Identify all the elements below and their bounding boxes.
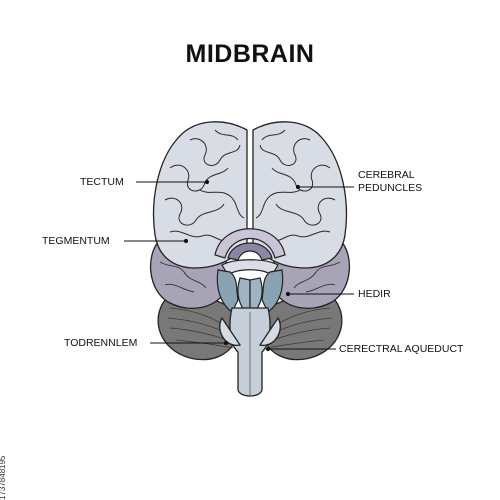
watermark-id: 1737848195: [0, 80, 14, 500]
label-todrennlem: TODRENNLEM: [64, 337, 138, 349]
cerebral-hemispheres: [152, 121, 348, 269]
label-cerectral-aqueduct: CERECTRAL AQUEDUCT: [339, 343, 464, 355]
central-structures: [214, 228, 286, 313]
label-tectum: TECTUM: [80, 176, 124, 188]
label-cerebral-line1: CEREBRAL: [358, 169, 415, 181]
label-peduncles-line2: PEDUNCLES: [358, 182, 423, 194]
watermark-id-text: 1737848195: [0, 455, 7, 500]
diagram-title: MIDBRAIN: [185, 40, 315, 68]
label-tegmentum: TEGMENTUM: [42, 235, 110, 247]
leader-lines: [124, 179, 354, 352]
brainstem: [219, 307, 281, 397]
label-hedir: HEDIR: [358, 288, 391, 300]
